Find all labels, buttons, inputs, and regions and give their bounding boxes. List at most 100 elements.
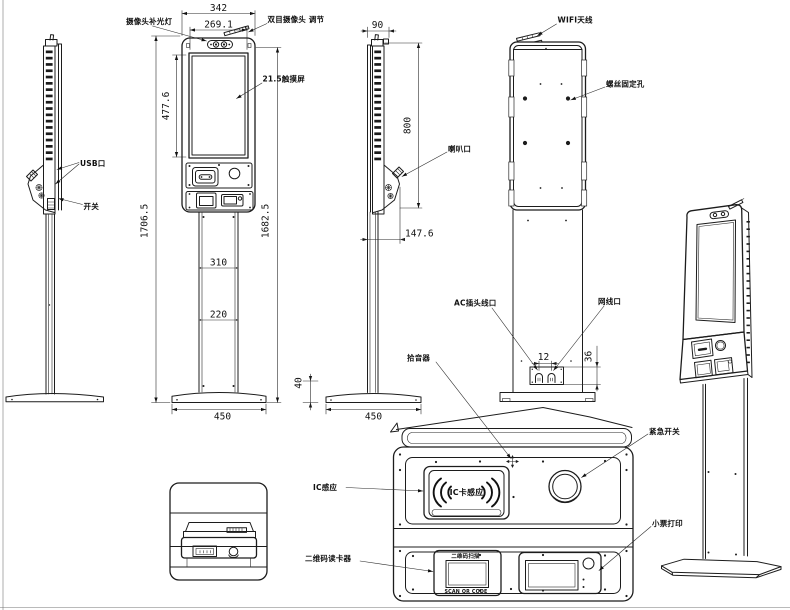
corner-mark xyxy=(247,43,252,48)
contactless-arc xyxy=(447,485,452,500)
vent-column xyxy=(43,45,56,215)
dim-310: 310 xyxy=(210,258,227,269)
emergency-switch-inner xyxy=(552,473,578,500)
dim-arrow xyxy=(389,29,394,33)
base-foot xyxy=(585,398,594,402)
label-speaker-port: 喇叭口 xyxy=(448,144,471,154)
antenna-foot xyxy=(533,39,543,43)
back-view: 12 36 WIFI天线 螺丝固定孔 AC插头线口 网线口 xyxy=(454,15,645,402)
base xyxy=(499,392,596,402)
label-hatch xyxy=(229,527,243,533)
dim-1706-5: 1706.5 xyxy=(140,204,151,238)
qr-front-screen xyxy=(199,196,214,206)
dim-800: 800 xyxy=(403,117,414,134)
perspective-view xyxy=(661,198,782,579)
printer xyxy=(714,357,734,376)
dim-arrow xyxy=(362,237,368,242)
leader-line xyxy=(598,526,652,571)
qr-window-inner xyxy=(448,562,487,586)
dim-36: 36 xyxy=(584,351,595,363)
back-edge xyxy=(367,44,371,213)
label-receipt-printing: 小票打印 xyxy=(652,518,683,528)
ic-card-text: IC卡感应 xyxy=(450,487,484,497)
edge-notch xyxy=(581,59,588,77)
camera-lens xyxy=(712,212,718,218)
edge-notch xyxy=(581,96,588,118)
qr-reader xyxy=(694,359,713,379)
ic-reader-inner xyxy=(195,170,216,184)
mic-cross-mark xyxy=(506,455,519,468)
screw-symbol xyxy=(387,193,394,200)
camera-bar xyxy=(207,40,233,49)
camera-dots xyxy=(210,43,231,46)
ic-card-area xyxy=(423,465,510,520)
pole-inner xyxy=(48,213,53,395)
ic-icon-dots xyxy=(200,176,211,178)
leader-line xyxy=(435,361,512,459)
label-touch-screen: 21.5触摸屏 xyxy=(263,74,306,84)
printer-front-slot xyxy=(223,196,237,205)
pole xyxy=(45,213,55,395)
screen-outer xyxy=(188,52,249,159)
head-face xyxy=(682,204,745,341)
knob-base xyxy=(228,554,239,559)
contactless-arc xyxy=(481,485,486,500)
switch-detail xyxy=(47,198,55,210)
antenna-stub xyxy=(49,34,55,41)
label-emergency-switch: 紧急开关 xyxy=(649,426,680,436)
vent-slots xyxy=(45,50,53,161)
camera-lens xyxy=(212,41,220,48)
printer-body xyxy=(180,536,258,559)
leader-line xyxy=(553,305,605,371)
leader-line xyxy=(55,163,80,185)
side-slots xyxy=(746,221,750,364)
label-lan-port: 网线口 xyxy=(598,296,621,306)
panel-outline xyxy=(392,446,634,602)
base-top xyxy=(661,558,782,576)
ic-reader xyxy=(691,338,714,359)
port-pins xyxy=(537,377,553,382)
vent-slots xyxy=(374,50,382,161)
knob xyxy=(228,546,239,557)
printer-slot xyxy=(716,360,730,372)
column-inner xyxy=(201,211,236,393)
edge-notch xyxy=(508,59,515,77)
speaker-box xyxy=(392,166,404,179)
screen-inner xyxy=(697,222,734,321)
pole-inner xyxy=(369,211,376,393)
dim-90: 90 xyxy=(372,20,384,31)
leader-line xyxy=(401,151,448,177)
panel-lip xyxy=(679,370,749,384)
port-box xyxy=(529,366,564,385)
base-dots xyxy=(330,399,417,401)
antenna-ticks xyxy=(521,34,533,41)
screw-symbol xyxy=(38,192,45,199)
label-ic-sensing: IC感应 xyxy=(313,482,337,492)
ic-card-inner xyxy=(428,470,505,517)
ic-reader-front xyxy=(192,167,219,187)
edge-notch xyxy=(581,161,588,181)
pole xyxy=(367,211,379,393)
emergency-switch-base xyxy=(552,496,578,503)
printer-knob xyxy=(728,359,732,364)
dim-12: 12 xyxy=(538,352,549,363)
screen-inner xyxy=(191,55,246,156)
contactless-arc xyxy=(491,477,501,508)
body-drop-lines xyxy=(186,557,251,568)
emergency-button xyxy=(715,340,726,351)
base xyxy=(171,392,267,403)
screw-symbol xyxy=(385,184,392,191)
label-ac-plug-port: AC插头线口 xyxy=(454,298,497,308)
adjustable-camera xyxy=(728,199,744,210)
leader-line xyxy=(345,487,424,492)
top-band-inner xyxy=(407,432,627,444)
base-dots xyxy=(176,399,262,401)
column xyxy=(512,209,583,393)
emergency-button-inner xyxy=(716,341,725,350)
ac-port xyxy=(535,373,543,383)
wifi-antenna xyxy=(516,32,541,42)
port-box-dots xyxy=(531,368,562,383)
roof-flag xyxy=(390,422,399,433)
ic-card-bar xyxy=(431,509,502,516)
